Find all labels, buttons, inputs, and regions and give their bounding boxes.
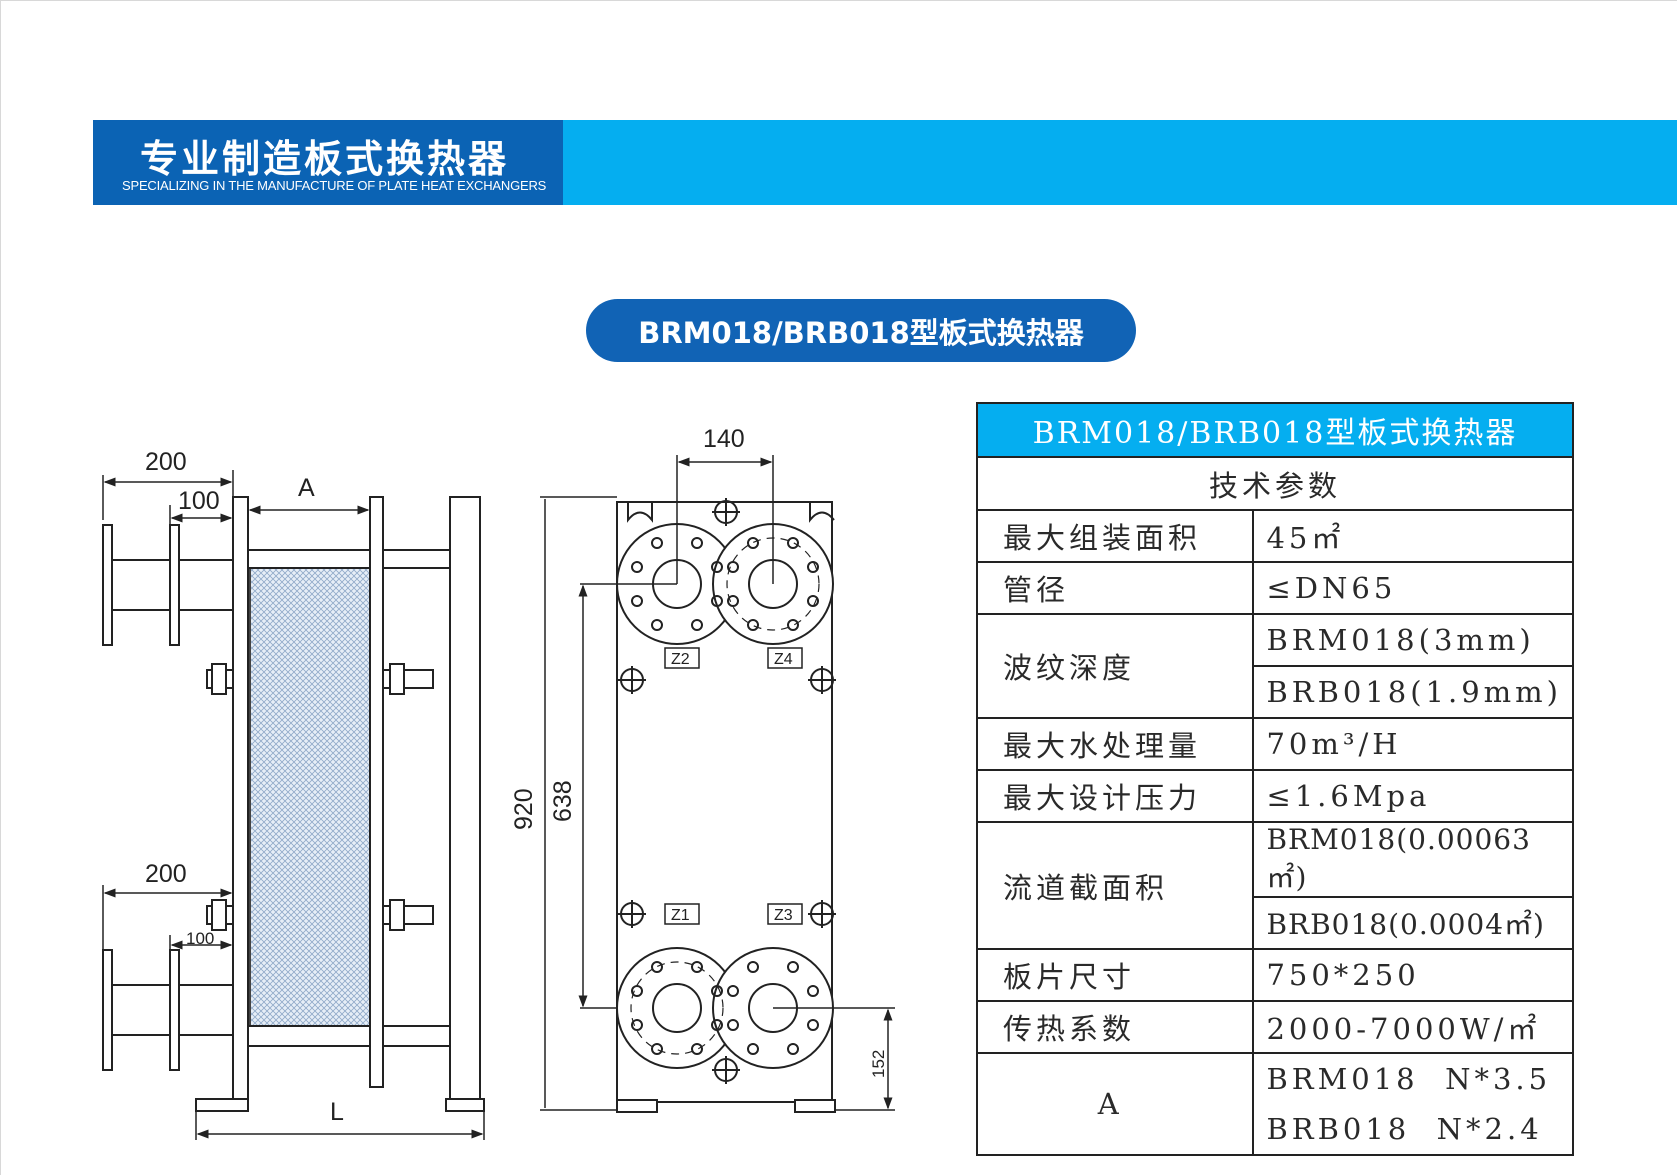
- pressure-value: ≤1.6Mpa: [1252, 769, 1574, 823]
- flow-value: 70m³/H: [1252, 717, 1574, 771]
- dim-140: 140: [703, 425, 745, 453]
- dim-top-100: 100: [178, 487, 220, 515]
- dim-638: 638: [549, 780, 577, 822]
- plate-value: 750*250: [1252, 948, 1574, 1002]
- a-value-2: BRB018 N*2.4: [1252, 1104, 1574, 1156]
- area-label: 最大组装面积: [975, 509, 1255, 563]
- channel-value-1: BRM018(0.00063㎡): [1252, 821, 1574, 898]
- dim-top-200: 200: [145, 448, 187, 476]
- table-row: BRB018(1.9mm): [977, 665, 1574, 719]
- port-z1-label: Z1: [671, 907, 690, 924]
- spec-table: BRM018/BRB018型板式换热器 技术参数 最大组装面积 45㎡ 管径 ≤…: [975, 402, 1574, 1156]
- table-row: A BRM018 N*3.5: [975, 1052, 1574, 1156]
- channel-label: 流道截面积: [975, 821, 1255, 950]
- front-view: [616, 498, 836, 1113]
- header-title: 专业制造板式换热器: [140, 137, 510, 181]
- spec-table-title: BRM018/BRB018型板式换热器: [976, 402, 1574, 458]
- dim-a: A: [298, 474, 315, 502]
- table-row: 管径 ≤DN65: [975, 561, 1574, 615]
- dim-152: 152: [869, 1050, 888, 1078]
- pipe-label: 管径: [975, 561, 1255, 615]
- table-row: BRB018(0.0004㎡): [977, 896, 1574, 950]
- a-value-1: BRM018 N*3.5: [1252, 1052, 1574, 1104]
- port-z4-label: Z4: [774, 651, 793, 668]
- depth-label: 波纹深度: [975, 613, 1255, 719]
- area-value: 45㎡: [1252, 509, 1574, 563]
- table-row: 最大水处理量 70m³/H: [975, 717, 1574, 771]
- flow-label: 最大水处理量: [975, 717, 1255, 771]
- port-z3-label: Z3: [774, 907, 793, 924]
- table-row: 波纹深度 BRM018(3mm): [975, 613, 1574, 719]
- side-view: [102, 496, 485, 1112]
- dim-bottom-100: 100: [186, 929, 214, 948]
- table-row: 最大设计压力 ≤1.6Mpa: [975, 769, 1574, 823]
- dim-920: 920: [510, 788, 538, 830]
- table-row: 最大组装面积 45㎡: [975, 509, 1574, 563]
- coef-value: 2000-7000W/㎡: [1252, 1000, 1574, 1054]
- pipe-value: ≤DN65: [1252, 561, 1574, 615]
- dim-l: L: [330, 1098, 344, 1126]
- page-border-left: [0, 0, 1, 1175]
- pressure-label: 最大设计压力: [975, 769, 1255, 823]
- page-border-top: [0, 0, 1677, 1]
- depth-value-2: BRB018(1.9mm): [1252, 665, 1574, 719]
- header-subtitle: SPECIALIZING IN THE MANUFACTURE OF PLATE…: [122, 178, 547, 193]
- depth-value-1: BRM018(3mm): [1252, 613, 1574, 667]
- header-banner-dark-block: [93, 120, 563, 205]
- spec-table-section: 技术参数: [976, 456, 1574, 511]
- a-label: A: [975, 1052, 1255, 1156]
- product-title-pill: BRM018/BRB018型板式换热器: [586, 299, 1136, 362]
- dim-bottom-200: 200: [145, 860, 187, 888]
- table-row: BRB018 N*2.4: [977, 1104, 1574, 1156]
- port-z2-label: Z2: [671, 651, 690, 668]
- plate-label: 板片尺寸: [975, 948, 1255, 1002]
- table-row: 流道截面积 BRM018(0.00063㎡): [975, 821, 1574, 950]
- table-row: 板片尺寸 750*250: [975, 948, 1574, 1002]
- table-row: 传热系数 2000-7000W/㎡: [975, 1000, 1574, 1054]
- channel-value-2: BRB018(0.0004㎡): [1252, 896, 1574, 950]
- coef-label: 传热系数: [975, 1000, 1255, 1054]
